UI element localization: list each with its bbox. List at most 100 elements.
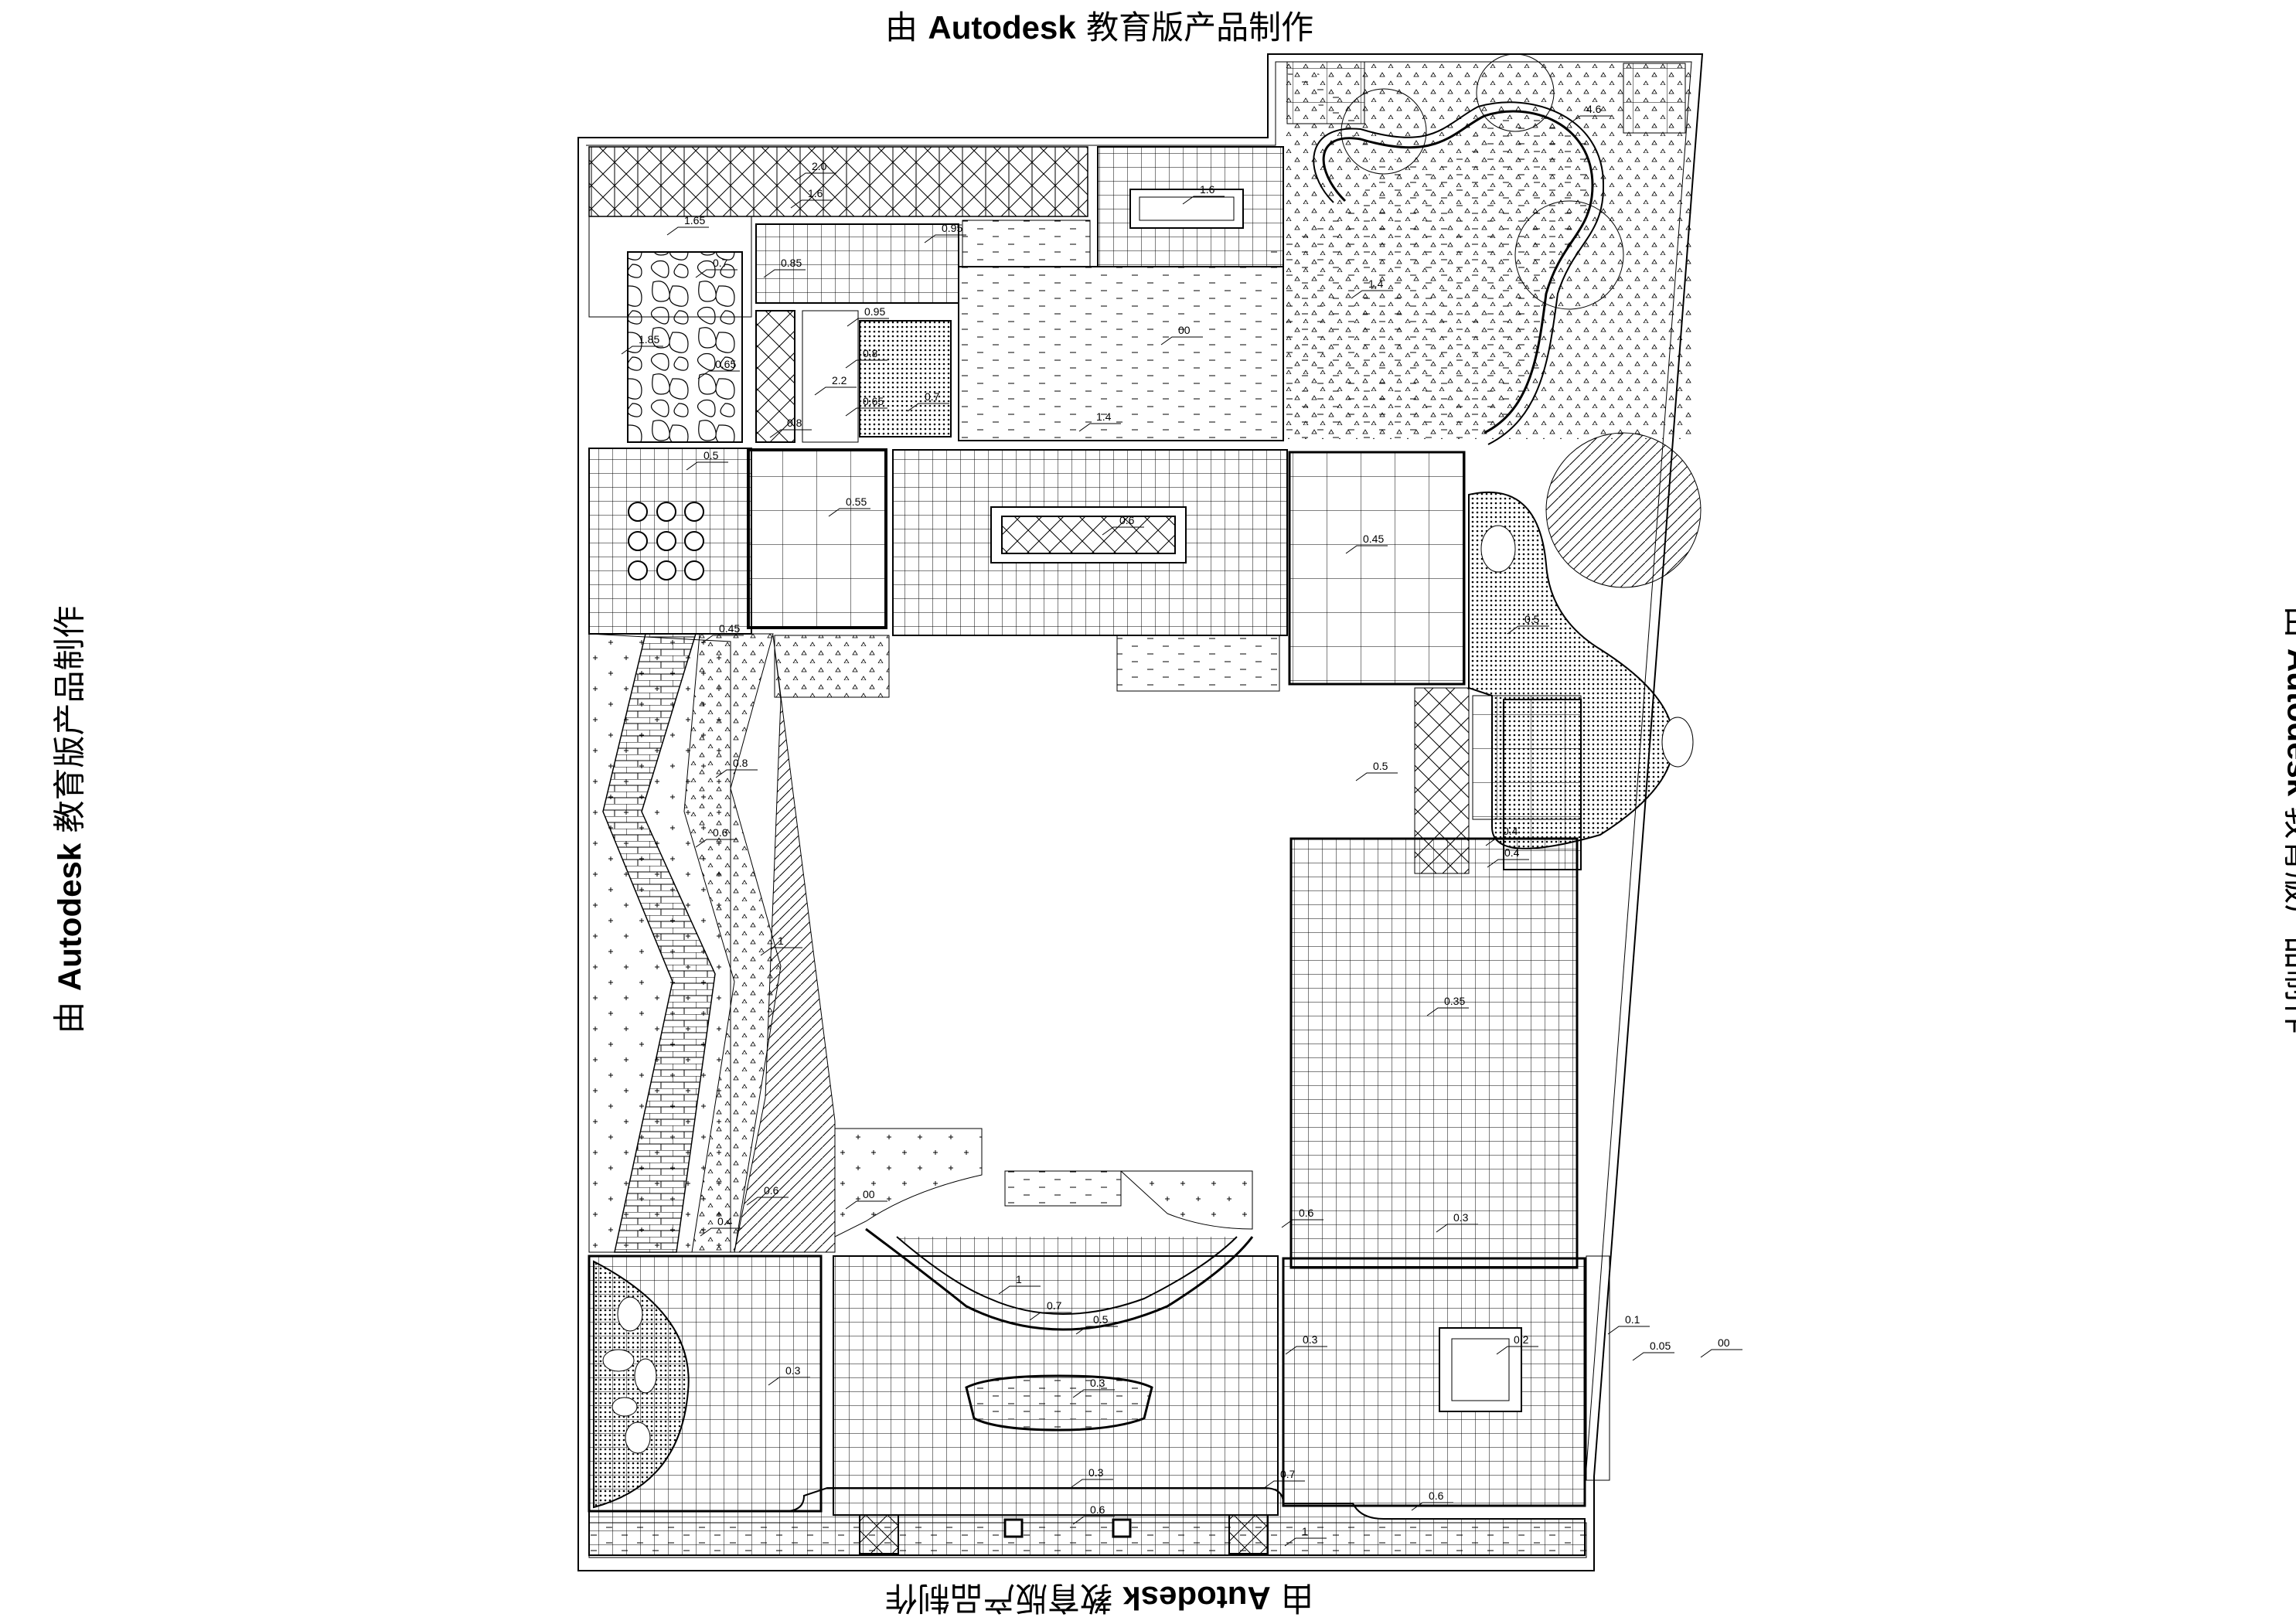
- elevation-label: 0.3: [785, 1364, 801, 1377]
- elevation-label: 0.5: [1093, 1313, 1109, 1326]
- elevation-label: 0.7: [925, 390, 940, 403]
- label-leader: [746, 1197, 789, 1206]
- label-leader: [1496, 1346, 1538, 1355]
- elevation-label: 1.6: [1200, 183, 1215, 196]
- label-leader: [666, 226, 709, 236]
- elevation-label: 2.2: [832, 374, 847, 386]
- label-leader: [1078, 423, 1121, 432]
- elevation-label: 2.0: [812, 160, 827, 172]
- elevation-label: 0.5: [703, 449, 719, 461]
- elevation-label: 0.95: [942, 222, 962, 234]
- label-leader: [1075, 1326, 1118, 1335]
- elevation-label: 0.65: [715, 358, 736, 370]
- label-leader: [1160, 336, 1203, 346]
- label-leader: [1436, 1224, 1478, 1233]
- elevation-labels: 2.0 1.6 1.65 1.6 0.95 0.7 0.85 1.85 0.65 0.95 0.8 2…: [621, 103, 1742, 1547]
- label-leader: [701, 635, 744, 644]
- elevation-label: 0.6: [1429, 1490, 1444, 1502]
- elevation-label: 4.6: [1586, 103, 1602, 115]
- elevation-label: 0.7: [1047, 1299, 1062, 1312]
- label-leader: [715, 769, 758, 778]
- label-leader: [1569, 115, 1611, 124]
- label-leader: [1072, 1389, 1115, 1398]
- label-leader: [1351, 290, 1393, 299]
- label-leader: [1507, 625, 1549, 635]
- label-leader: [907, 403, 949, 412]
- label-leader: [1485, 837, 1528, 846]
- elevation-label: 0.45: [1363, 533, 1384, 545]
- elevation-label: 1: [1302, 1525, 1308, 1537]
- label-leader: [847, 318, 889, 327]
- elevation-label: 00: [1718, 1336, 1730, 1349]
- label-leader: [1284, 1537, 1327, 1547]
- label-leader: [1281, 1219, 1323, 1228]
- label-leader: [1355, 772, 1398, 781]
- label-leader: [760, 947, 802, 956]
- elevation-label: 0.85: [781, 257, 802, 269]
- elevation-label: 0.8: [863, 347, 878, 359]
- label-leader: [790, 199, 833, 209]
- label-leader: [845, 1200, 887, 1210]
- label-leader: [1262, 1480, 1305, 1490]
- elevation-label: 0.7: [713, 257, 728, 269]
- elevation-label: 0.4: [1504, 846, 1520, 859]
- elevation-label: 0.6: [764, 1184, 779, 1197]
- elevation-label: 0.65: [863, 395, 884, 407]
- elevation-label: 1: [1016, 1273, 1022, 1285]
- label-leader: [1607, 1326, 1650, 1335]
- label-leader: [998, 1285, 1041, 1295]
- elevation-label: 00: [863, 1188, 875, 1200]
- label-leader: [768, 1377, 810, 1386]
- elevation-label: 0.5: [1373, 760, 1388, 772]
- elevation-label: 1.65: [684, 214, 705, 226]
- label-leader: [845, 407, 887, 417]
- elevation-label: 0.4: [1503, 825, 1518, 837]
- elevation-label: 0.8: [787, 417, 802, 429]
- label-leader: [1182, 196, 1225, 205]
- label-leader: [1487, 859, 1529, 868]
- elevation-label: 0.4: [717, 1215, 733, 1227]
- label-leader: [1285, 1346, 1327, 1355]
- label-leader: [1411, 1502, 1453, 1511]
- label-leader: [763, 269, 806, 278]
- label-leader: [794, 172, 836, 182]
- elevation-label: 0.6: [1299, 1207, 1314, 1219]
- elevation-label: 0.95: [864, 305, 885, 318]
- label-leader: [695, 269, 738, 278]
- elevation-label: 0.7: [1280, 1468, 1296, 1480]
- elevation-label: 1.85: [639, 333, 659, 346]
- elevation-label: 0.3: [1453, 1211, 1469, 1224]
- elevation-label: 0.45: [719, 622, 740, 635]
- elevation-label: 0.3: [1303, 1333, 1318, 1346]
- label-leader: [924, 234, 966, 243]
- label-leader: [621, 346, 663, 355]
- elevation-label: 0.55: [846, 495, 867, 508]
- elevation-label: 0.35: [1444, 995, 1465, 1007]
- label-leader: [1632, 1352, 1674, 1361]
- elevation-label: 1: [778, 935, 784, 947]
- label-leader: [1345, 545, 1388, 554]
- label-leader: [1700, 1349, 1742, 1358]
- label-leader: [769, 429, 812, 438]
- elevation-label: 1.4: [1096, 410, 1112, 423]
- elevation-label: 0.3: [1090, 1377, 1105, 1389]
- elevation-label: 1.4: [1368, 277, 1384, 290]
- elevation-label: 0.8: [733, 757, 748, 769]
- label-leader: [695, 839, 738, 848]
- label-leader: [700, 1227, 742, 1237]
- elevation-label: 0.05: [1650, 1340, 1671, 1352]
- label-leader: [1071, 1479, 1113, 1488]
- elevation-label: 1.6: [808, 187, 823, 199]
- label-leader: [1102, 526, 1144, 536]
- elevation-label: 0.6: [1090, 1503, 1105, 1516]
- label-leader: [828, 508, 870, 517]
- label-leader: [1029, 1312, 1071, 1321]
- label-leader: [697, 370, 740, 380]
- elevation-label: 0.6: [1119, 514, 1135, 526]
- elevation-label: 00: [1178, 324, 1191, 336]
- label-leader: [1426, 1007, 1469, 1016]
- label-leader: [845, 359, 887, 369]
- elevation-label: 0.1: [1625, 1313, 1640, 1326]
- label-leader: [814, 386, 857, 396]
